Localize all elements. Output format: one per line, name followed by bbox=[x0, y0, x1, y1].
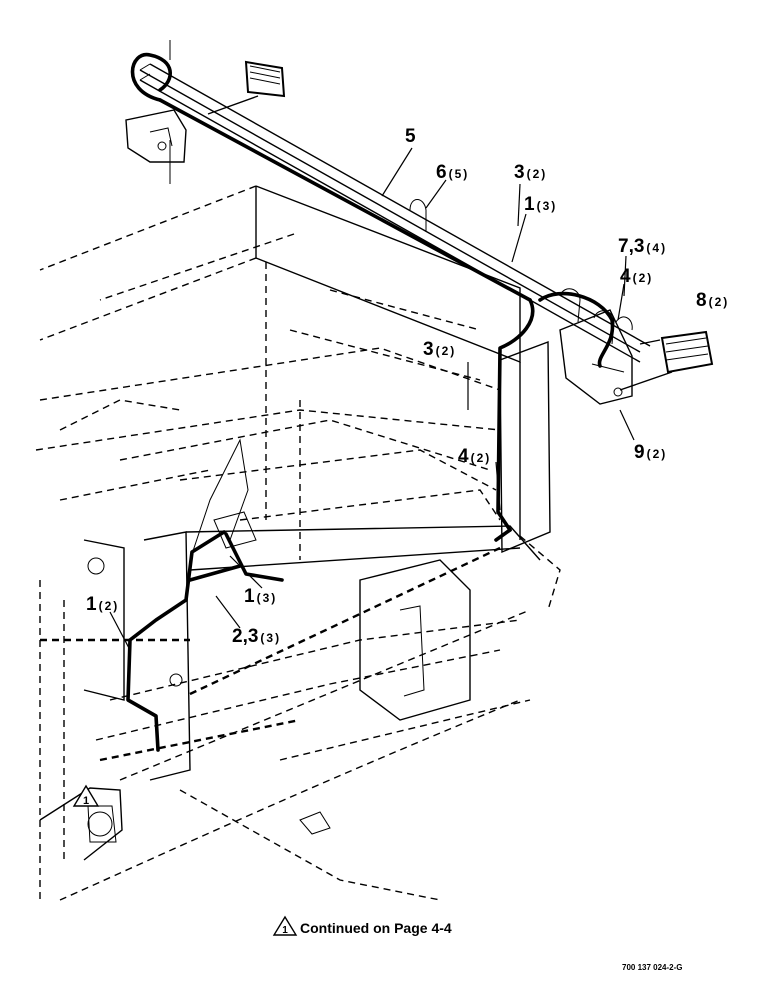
callout-1-left: 1(2) bbox=[86, 594, 119, 615]
callout-4-upper: 4(2) bbox=[620, 266, 653, 287]
callout-3-upper: 3(2) bbox=[514, 162, 547, 183]
footnote-text: Continued on Page 4-4 bbox=[300, 920, 452, 936]
svg-text:1: 1 bbox=[282, 925, 288, 936]
callout-8: 8(2) bbox=[696, 290, 729, 311]
callout-9: 9(2) bbox=[634, 442, 667, 463]
footnote: 1 Continued on Page 4-4 bbox=[272, 915, 452, 936]
callout-5: 5 bbox=[405, 126, 416, 147]
frame-structure bbox=[39, 185, 551, 861]
wiring-harness bbox=[126, 98, 615, 752]
phantom-machine-outline bbox=[35, 185, 561, 901]
light-bar-assembly bbox=[125, 40, 714, 405]
callout-1-upper: 1(3) bbox=[524, 194, 557, 215]
callout-7-3: 7,3(4) bbox=[618, 236, 667, 257]
callout-leaders bbox=[109, 147, 661, 651]
callout-3-lower: 3(2) bbox=[423, 339, 456, 360]
footnote-triangle-icon bbox=[272, 915, 298, 936]
callout-1-lower: 1(3) bbox=[244, 586, 277, 607]
note-marker: 1 bbox=[72, 784, 100, 807]
callout-6: 6(5) bbox=[436, 162, 469, 183]
svg-text:1: 1 bbox=[83, 795, 89, 807]
callout-2-3: 2,3(3) bbox=[232, 626, 281, 647]
drawing-number: 700 137 024-2-G bbox=[622, 963, 683, 972]
callout-4-lower: 4(2) bbox=[458, 446, 491, 467]
callout-labels: 5 6(5) 3(2) 1(3) 7,3(4) 4(2) 8(2) 3(2) 9… bbox=[86, 126, 729, 647]
warning-triangle-icon bbox=[72, 784, 100, 807]
